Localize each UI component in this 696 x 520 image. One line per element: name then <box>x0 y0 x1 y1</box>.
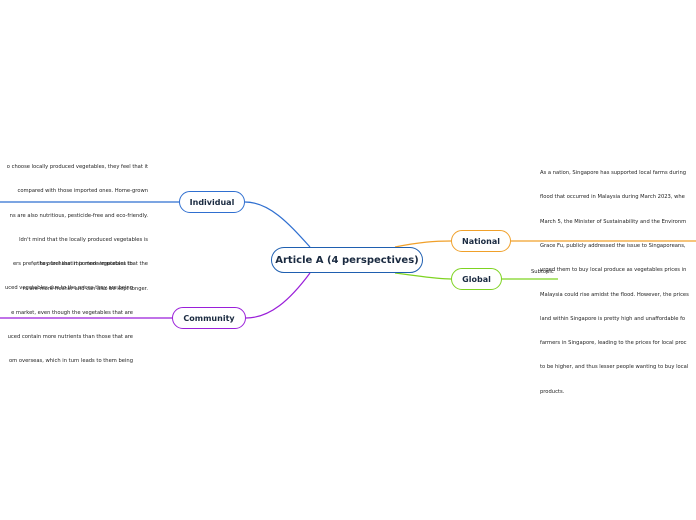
note-line: ers prefer to purchase imported vegetabl… <box>12 261 133 268</box>
topic-global[interactable]: Global <box>451 268 502 290</box>
topic-individual-label: Individual <box>189 197 235 207</box>
note-line: to be higher, and thus lesser people wan… <box>540 364 689 371</box>
note-line: As a nation, Singapore has supported loc… <box>540 170 687 177</box>
note-national[interactable]: As a nation, Singapore has supported loc… <box>540 153 696 404</box>
note-line: uced vegetables due to the prices they a… <box>5 285 133 292</box>
connector-individual <box>244 201 311 248</box>
topic-national-label: National <box>462 236 500 246</box>
note-line: land within Singapore is pretty high and… <box>540 315 686 322</box>
note-line: compared with those imported ones. Home-… <box>17 188 148 195</box>
note-individual[interactable]: o choose locally produced vegetables, th… <box>0 147 148 301</box>
note-line: rs are more fresher and can also be kept… <box>23 285 148 292</box>
topic-individual[interactable]: Individual <box>179 191 245 213</box>
connector-community <box>245 272 311 319</box>
note-line: e market, even though the vegetables tha… <box>11 309 133 316</box>
note-line: products. <box>540 388 565 395</box>
note-line: March 5, the Minister of Sustainability … <box>540 218 687 225</box>
connector-global <box>394 272 452 280</box>
central-topic-label: Article A (4 perspectives) <box>275 254 419 266</box>
subtopic-label: Subtopic <box>531 269 554 275</box>
note-line: ns are also nutritious, pesticide-free a… <box>9 212 148 219</box>
topic-community-label: Community <box>183 313 235 323</box>
topic-global-label: Global <box>462 274 491 284</box>
note-line: farmers in Singapore, leading to the pri… <box>540 340 687 347</box>
subtopic-global[interactable]: Subtopic <box>531 269 554 275</box>
note-line: , they feel that it is more important th… <box>34 261 148 268</box>
note-line: Malaysia could rise amidst the flood. Ho… <box>540 291 689 298</box>
topic-national[interactable]: National <box>451 230 511 252</box>
topic-community[interactable]: Community <box>172 307 246 329</box>
note-line: uced contain more nutrients than those t… <box>7 334 133 341</box>
note-line: o choose locally produced vegetables, th… <box>6 164 148 171</box>
note-line: Grace Fu, publicly addressed the issue t… <box>540 243 686 250</box>
note-line: urged them to buy local produce as veget… <box>540 267 687 274</box>
note-line: flood that occurred in Malaysia during M… <box>540 194 685 201</box>
note-line: om overseas, which in turn leads to them… <box>9 358 133 365</box>
note-line: ldn't mind that the locally produced veg… <box>19 237 148 244</box>
connector-national <box>394 240 452 248</box>
note-community[interactable]: ers prefer to purchase imported vegetabl… <box>0 244 133 374</box>
central-topic[interactable]: Article A (4 perspectives) <box>271 247 423 273</box>
